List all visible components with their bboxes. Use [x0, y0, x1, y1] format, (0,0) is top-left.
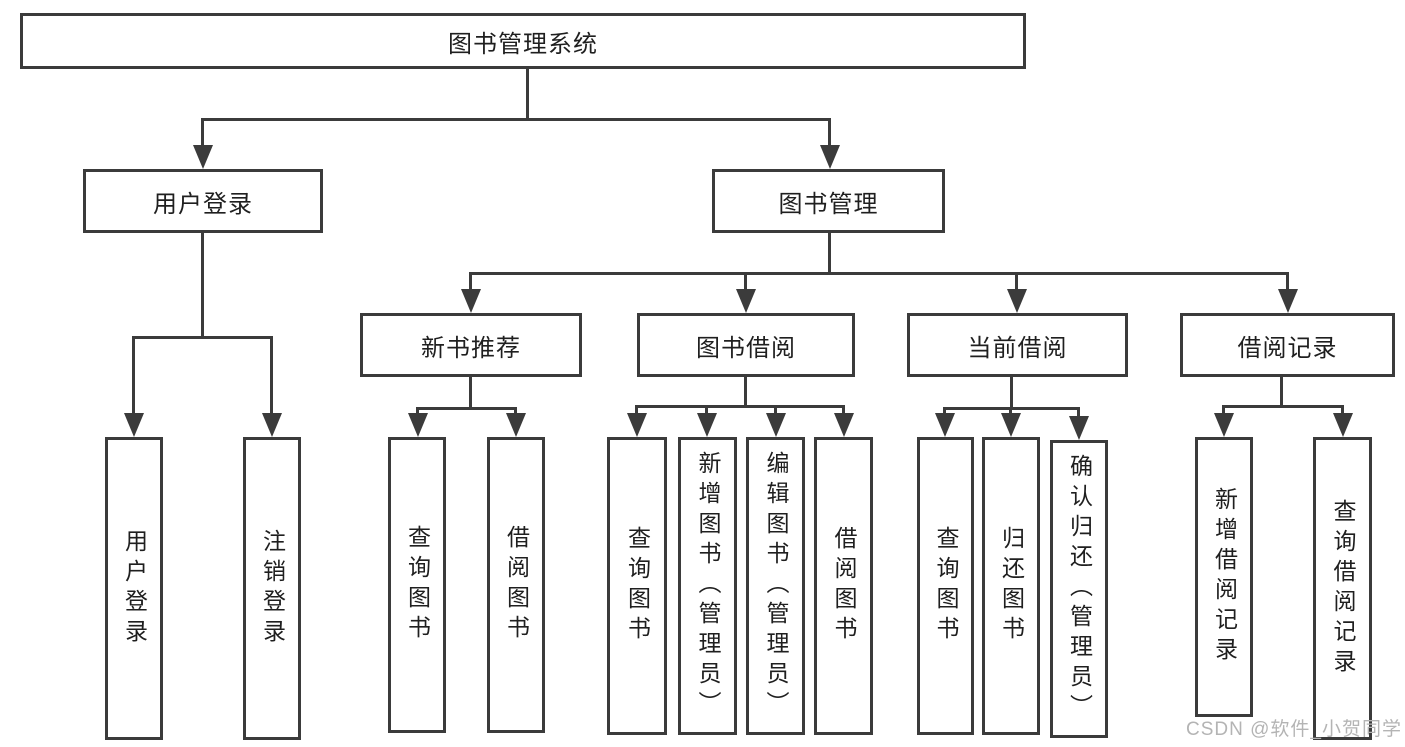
node-leaf-return-books: 归还图书: [982, 437, 1040, 735]
arrow-down-icon: [461, 289, 481, 313]
arrow-down-icon: [820, 145, 840, 169]
node-leaf-logout: 注销登录: [243, 437, 301, 740]
arrow-down-icon: [408, 413, 428, 437]
arrow-down-icon: [506, 413, 526, 437]
node-label: 借阅记录: [1237, 334, 1338, 362]
node-label: 借阅图书: [503, 525, 530, 645]
connector-line: [842, 405, 845, 419]
node-borrowing-records: 借阅记录: [1180, 313, 1395, 377]
node-current-borrowing: 当前借阅: [907, 313, 1128, 377]
connector-line: [1222, 405, 1225, 419]
connector-line: [1286, 272, 1289, 296]
node-label: 查询图书: [404, 525, 431, 645]
node-label: 注销登录: [259, 528, 286, 649]
arrow-down-icon: [766, 413, 786, 437]
node-leaf-borrow-books: 借阅图书: [487, 437, 545, 733]
connector-line: [469, 272, 1289, 275]
connector-line: [1341, 405, 1344, 419]
node-label: 图书管理系统: [448, 30, 598, 58]
node-label: 确认归还（管理员）: [1066, 454, 1093, 724]
node-label: 用户登录: [153, 190, 253, 218]
arrow-down-icon: [1333, 413, 1353, 437]
node-leaf-query-borrow-record: 查询借阅记录: [1313, 437, 1372, 740]
connector-line: [526, 69, 529, 121]
connector-line: [201, 118, 204, 150]
arrow-down-icon: [627, 413, 647, 437]
arrow-down-icon: [1214, 413, 1234, 437]
node-book-borrowing: 图书借阅: [637, 313, 855, 377]
node-leaf-query-books: 查询图书: [917, 437, 974, 735]
node-leaf-query-books: 查询图书: [607, 437, 667, 735]
connector-line: [1010, 377, 1013, 410]
connector-line: [744, 272, 747, 296]
arrow-down-icon: [935, 413, 955, 437]
arrow-down-icon: [1007, 289, 1027, 313]
node-book-management: 图书管理: [712, 169, 945, 233]
connector-line: [201, 233, 204, 339]
connector-line: [744, 377, 747, 408]
connector-line: [635, 405, 845, 408]
connector-line: [416, 407, 517, 410]
node-user-login: 用户登录: [83, 169, 323, 233]
connector-line: [774, 405, 777, 419]
connector-line: [705, 405, 708, 419]
arrow-down-icon: [1001, 413, 1021, 437]
arrow-down-icon: [124, 413, 144, 437]
node-label: 归还图书: [998, 526, 1025, 646]
node-leaf-add-book-admin: 新增图书（管理员）: [678, 437, 737, 735]
node-label: 图书借阅: [696, 334, 796, 362]
connector-line: [132, 336, 135, 418]
node-label: 新增借阅记录: [1211, 487, 1238, 667]
node-leaf-confirm-return-admin: 确认归还（管理员）: [1050, 440, 1108, 738]
connector-line: [201, 118, 831, 121]
connector-line: [828, 233, 831, 275]
node-new-book-recommend: 新书推荐: [360, 313, 582, 377]
node-leaf-query-books: 查询图书: [388, 437, 446, 733]
connector-line: [469, 272, 472, 296]
connector-line: [828, 118, 831, 150]
arrow-down-icon: [834, 413, 854, 437]
node-label: 当前借阅: [967, 334, 1068, 362]
arrow-down-icon: [193, 145, 213, 169]
connector-line: [132, 336, 273, 339]
node-leaf-edit-book-admin: 编辑图书（管理员）: [746, 437, 805, 735]
node-label: 编辑图书（管理员）: [763, 451, 789, 721]
node-label: 查询借阅记录: [1330, 498, 1356, 679]
connector-line: [1222, 405, 1344, 408]
node-leaf-borrow-books: 借阅图书: [814, 437, 873, 735]
connector-line: [469, 377, 472, 410]
node-label: 新增图书（管理员）: [695, 451, 721, 721]
node-system-root: 图书管理系统: [20, 13, 1026, 69]
node-label: 查询图书: [624, 526, 651, 646]
connector-line: [1077, 407, 1080, 422]
node-label: 借阅图书: [831, 526, 857, 646]
connector-line: [635, 405, 638, 419]
node-label: 用户登录: [121, 528, 148, 649]
arrow-down-icon: [697, 413, 717, 437]
node-leaf-add-borrow-record: 新增借阅记录: [1195, 437, 1253, 717]
arrow-down-icon: [736, 289, 756, 313]
node-label: 图书管理: [778, 190, 879, 218]
connector-line: [1280, 377, 1283, 408]
node-label: 查询图书: [933, 526, 959, 646]
arrow-down-icon: [1069, 416, 1089, 440]
watermark-text: CSDN @软件_小贺同学: [1186, 719, 1402, 740]
arrow-down-icon: [1278, 289, 1298, 313]
node-label: 新书推荐: [421, 334, 521, 362]
connector-line: [1015, 272, 1018, 296]
arrow-down-icon: [262, 413, 282, 437]
node-leaf-user-login: 用户登录: [105, 437, 163, 740]
connector-line: [270, 336, 273, 418]
